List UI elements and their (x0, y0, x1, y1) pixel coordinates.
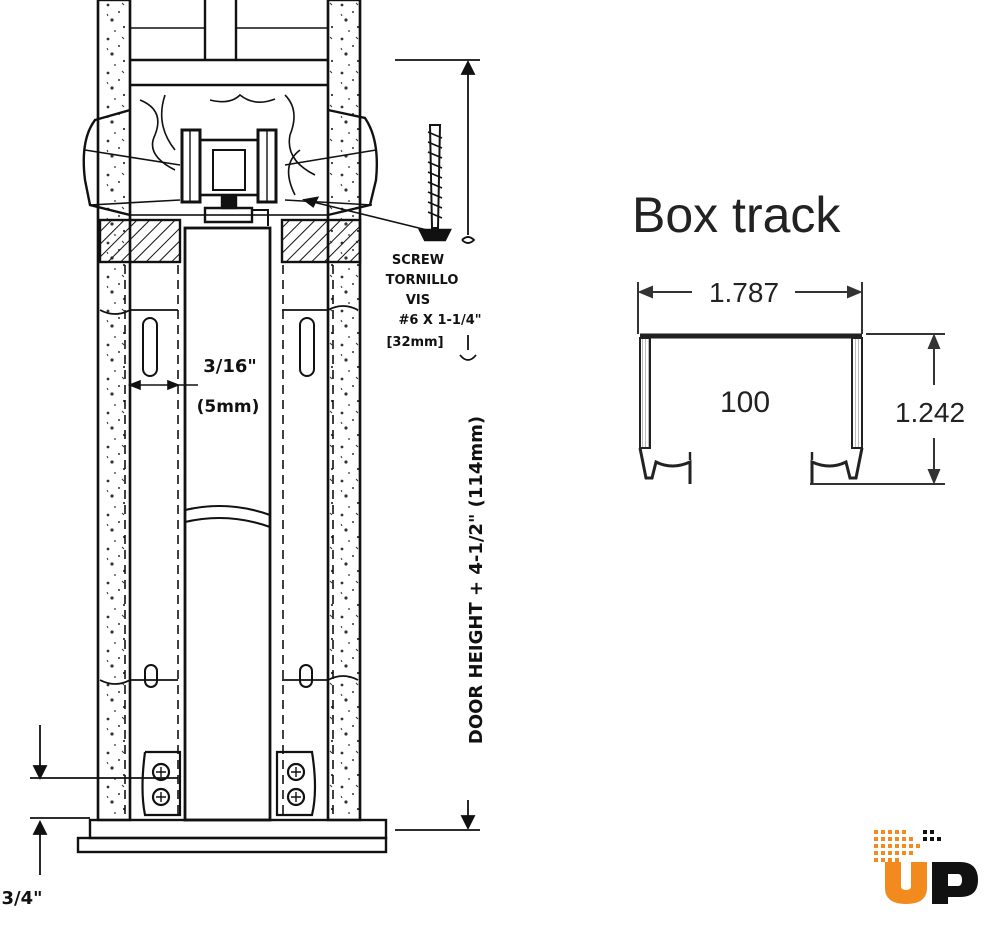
floor (76, 818, 388, 854)
screw-label-line-3: VIS (406, 293, 430, 308)
gap-metric-label: (5mm) (197, 397, 260, 417)
gap-dimension (127, 379, 198, 391)
screw-label-line-5: [32mm] (386, 335, 443, 350)
logo-dot-grid-dark (923, 830, 941, 841)
header-top (130, 0, 328, 87)
pocket-labels: SCREW TORNILLO VIS #6 X 1-1/4" [32mm] 3/… (1, 253, 487, 909)
box-track-panel: Box track 1.787 100 (632, 187, 965, 485)
gap-label: 3/16" (203, 356, 257, 377)
floor-guides (141, 750, 317, 817)
right-jamb-hatch (280, 218, 362, 264)
height-dimension (395, 59, 480, 831)
clearance-arrows (30, 725, 178, 875)
screw-label-line-1: SCREW (392, 253, 444, 268)
track-model-number: 100 (720, 386, 770, 419)
width-dimension-value: 1.787 (709, 277, 779, 308)
track-profile (638, 333, 864, 484)
stud-edges (99, 265, 359, 820)
door-panel (183, 226, 272, 822)
up-logo (874, 830, 978, 904)
logo-dot-grid (874, 830, 920, 862)
height-dimension-track (810, 333, 945, 485)
width-dimension (637, 282, 863, 334)
stud-slots (142, 317, 315, 688)
screw-label-line-2: TORNILLO (386, 273, 459, 288)
logo-letter-u (885, 862, 927, 904)
pocket-door-section (30, 0, 480, 875)
logo-letter-p (932, 862, 978, 904)
screw-label-line-4: #6 X 1-1/4" (398, 313, 481, 328)
trolley-hanger (180, 128, 278, 226)
side-brackets (82, 108, 379, 217)
right-wall (326, 0, 362, 822)
screw (302, 124, 452, 242)
height-dimension-value: 1.242 (895, 397, 965, 428)
stud-dashes (124, 265, 334, 820)
left-wall (96, 0, 132, 822)
box-track-title: Box track (632, 187, 841, 243)
floor-clearance-label: 3/4" (1, 888, 42, 909)
header-block (129, 84, 329, 216)
door-height-label: DOOR HEIGHT + 4-1/2" (114mm) (466, 416, 487, 744)
left-jamb-hatch (98, 218, 182, 264)
